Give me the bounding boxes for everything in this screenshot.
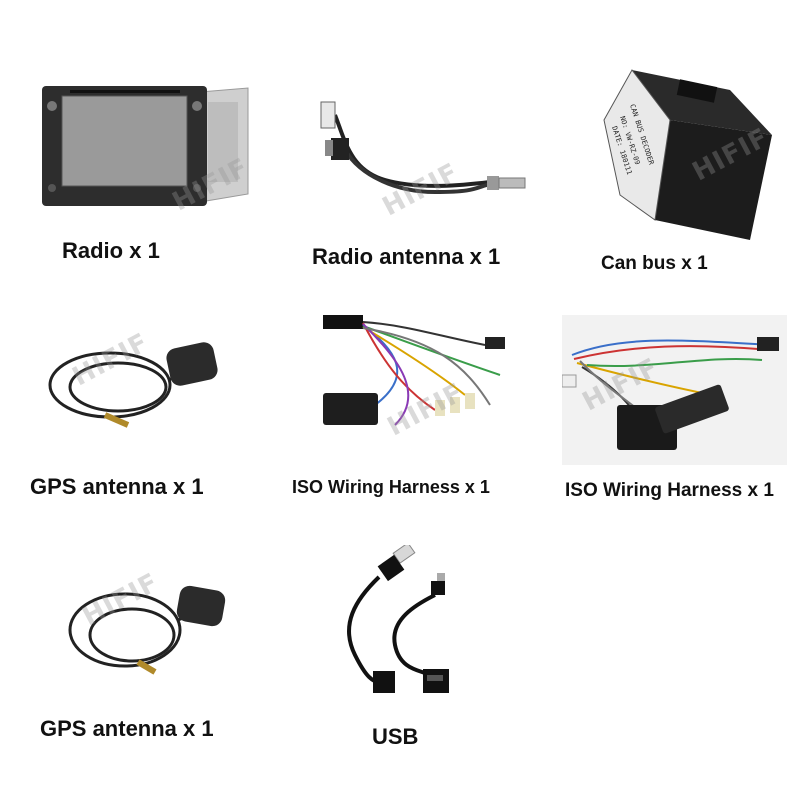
gps-antenna-icon (68, 585, 226, 675)
car-radio-icon (42, 86, 249, 206)
item-label: ISO Wiring Harness x 1 (565, 480, 774, 501)
gps-antenna-icon (48, 342, 218, 428)
item-label: Can bus x 1 (601, 253, 708, 274)
antenna-cable-icon (320, 101, 526, 195)
usb-cable-icon (347, 545, 449, 693)
item-label: GPS antenna x 1 (40, 716, 214, 741)
item-label: Radio antenna x 1 (312, 244, 501, 269)
wiring-harness-icon (323, 315, 505, 426)
wiring-harness-icon (562, 315, 787, 465)
item-label: ISO Wiring Harness x 1 (292, 477, 490, 497)
item-label: USB (372, 724, 419, 749)
item-label: Radio x 1 (62, 238, 160, 263)
canbus-decoder-icon: CAN BUS DECODER NO: VW-RZ-09 DATE: 18011… (603, 69, 772, 240)
item-label: GPS antenna x 1 (30, 474, 204, 499)
